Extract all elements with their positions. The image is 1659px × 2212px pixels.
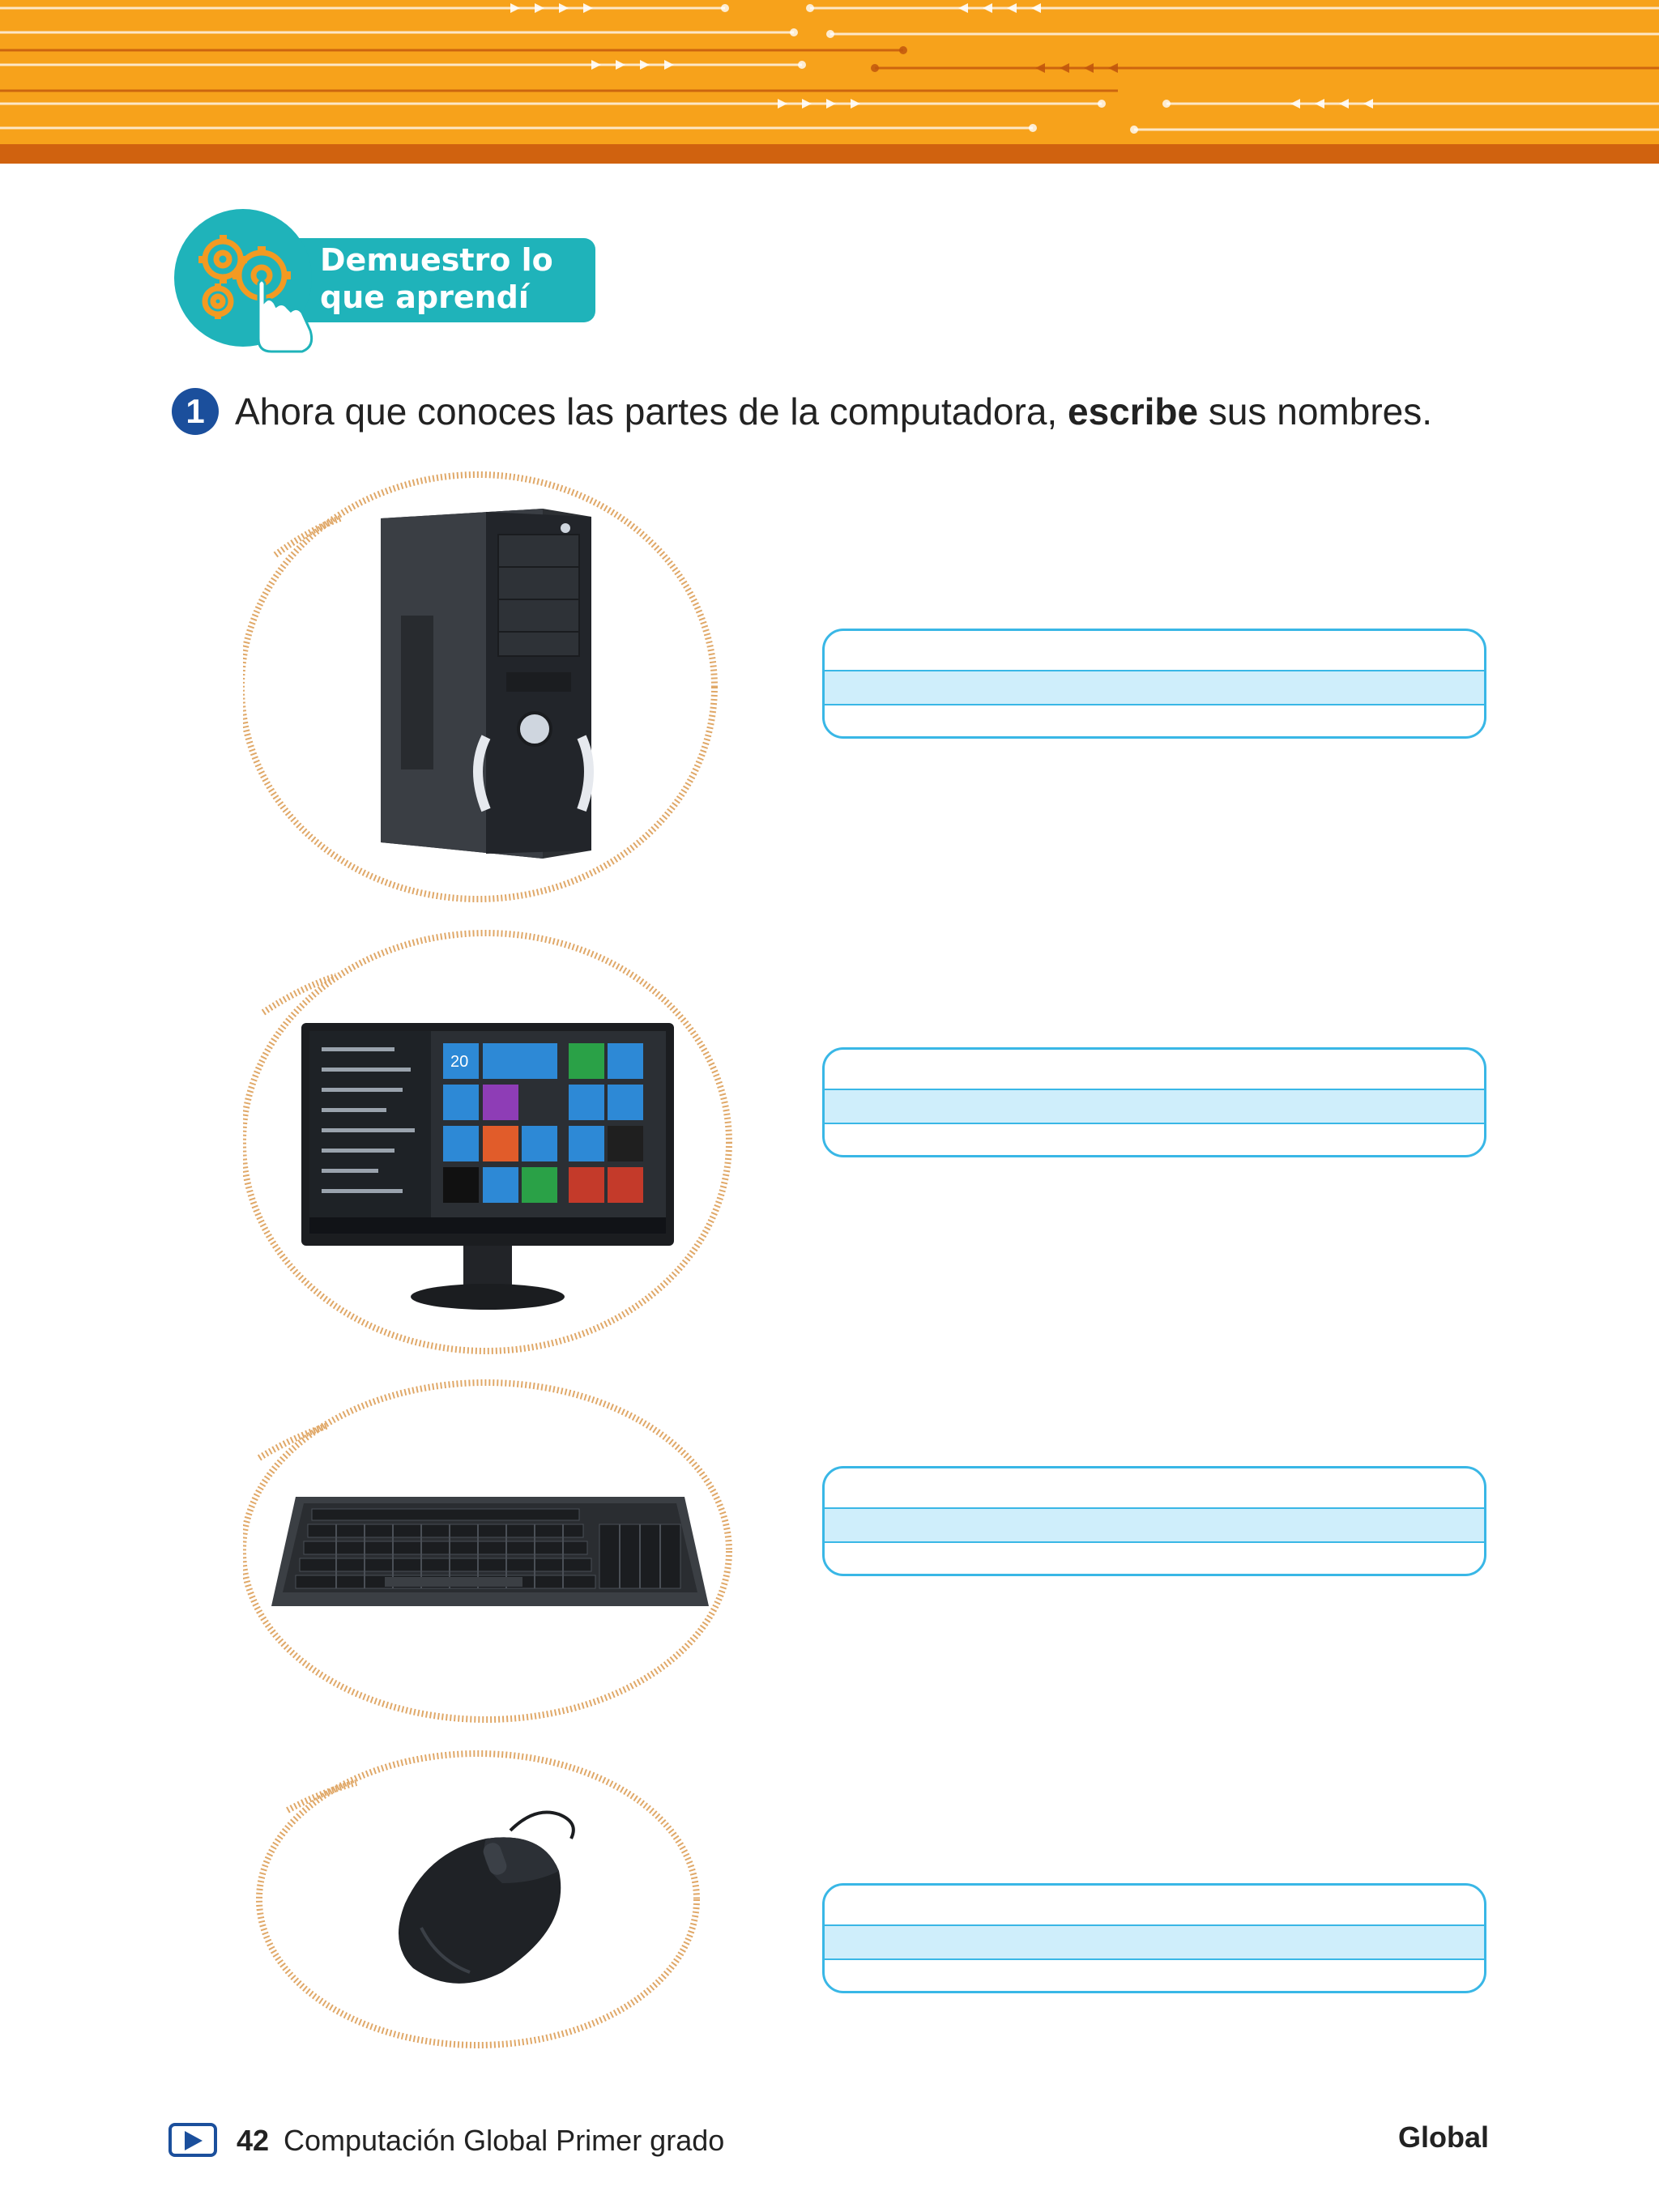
monitor-icon: 20	[301, 1023, 674, 1310]
page-footer: 42 Computación Global Primer grado Globa…	[168, 2120, 1489, 2169]
badge-line-1: Demuestro lo	[320, 242, 553, 278]
answer-guide-band	[825, 670, 1484, 705]
play-icon[interactable]	[168, 2123, 217, 2157]
play-triangle-icon	[185, 2131, 203, 2150]
monitor-screen-date: 20	[450, 1053, 468, 1071]
book-title: Computación Global Primer grado	[284, 2124, 725, 2157]
answer-field-monitor[interactable]	[822, 1047, 1486, 1157]
instruction: 1 Ahora que conoces las partes de la com…	[172, 387, 1549, 436]
answer-guide-band	[825, 1924, 1484, 1960]
circuit-banner-graphic	[0, 0, 1659, 164]
answer-field-cpu[interactable]	[822, 629, 1486, 739]
brand-logo: Global	[1397, 2120, 1489, 2154]
answer-field-keyboard[interactable]	[822, 1466, 1486, 1576]
instruction-number: 1	[172, 388, 219, 435]
instruction-text-start: Ahora que conoces las partes de la compu…	[235, 390, 1068, 433]
section-badge: Demuestro lo que aprendí	[174, 209, 599, 353]
instruction-text: Ahora que conoces las partes de la compu…	[235, 390, 1432, 433]
top-banner	[0, 0, 1659, 164]
item-monitor: 20	[243, 919, 1499, 1357]
badge-title: Demuestro lo que aprendí	[320, 241, 587, 316]
monitor-frame-ring	[243, 930, 732, 1354]
page-number: 42	[237, 2124, 270, 2157]
answer-guide-band	[825, 1507, 1484, 1543]
badge-pill	[271, 238, 595, 322]
cpu-tower-icon	[381, 509, 594, 859]
answer-guide-band	[825, 1089, 1484, 1124]
mouse-icon	[399, 1810, 575, 1984]
keyboard-icon	[271, 1497, 709, 1606]
gears-hand-icon	[198, 235, 313, 353]
instruction-verb: escribe	[1067, 390, 1199, 433]
item-mouse	[243, 1745, 1499, 2053]
badge-line-2: que aprendí	[320, 279, 529, 315]
item-cpu	[243, 462, 1499, 907]
instruction-text-end: sus nombres.	[1198, 390, 1433, 433]
cpu-frame-ring	[243, 471, 718, 902]
mouse-frame-ring	[256, 1750, 700, 2048]
keyboard-frame-ring	[243, 1379, 732, 1723]
answer-field-mouse[interactable]	[822, 1883, 1486, 1993]
item-keyboard	[243, 1377, 1499, 1733]
